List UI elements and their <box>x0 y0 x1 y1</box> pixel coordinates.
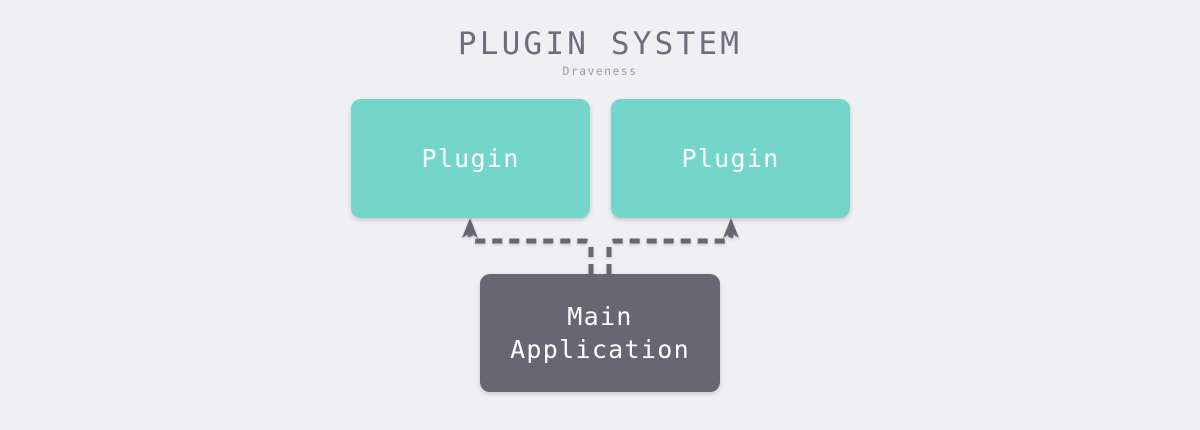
page-title: PLUGIN SYSTEM <box>457 26 743 62</box>
node-main-application[interactable]: Main Application <box>480 274 720 392</box>
node-plugin-right[interactable]: Plugin <box>611 99 850 218</box>
arrowhead-up-left <box>462 218 478 238</box>
edge-main-to-plugin-right <box>606 218 739 274</box>
arrowhead-up-right <box>723 218 739 238</box>
edge-main-to-plugin-left <box>462 218 594 274</box>
diagram-subtitle: Draveness <box>562 64 638 78</box>
node-plugin-left[interactable]: Plugin <box>351 99 590 218</box>
edge-line-right <box>606 228 734 274</box>
edge-line-left <box>467 228 594 274</box>
